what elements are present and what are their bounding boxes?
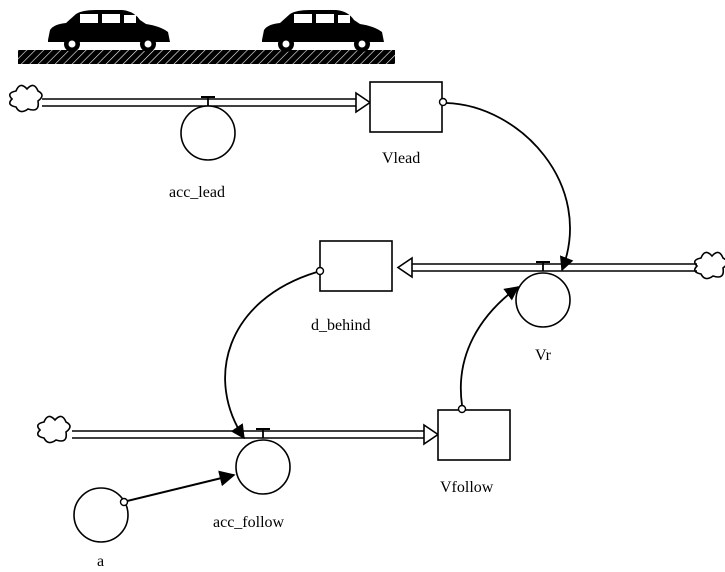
link-a-to-acc-follow <box>121 475 235 506</box>
label-acc-follow: acc_follow <box>213 514 285 531</box>
cloud-icon <box>38 416 70 442</box>
link-vfollow-to-vr <box>459 287 519 413</box>
converter-vr[interactable] <box>516 273 570 327</box>
stock-d-behind[interactable] <box>320 241 392 291</box>
label-vfollow: Vfollow <box>440 479 494 496</box>
label-vr: Vr <box>535 347 552 364</box>
car-icon <box>48 10 170 52</box>
link-dbehind-to-acc-follow <box>225 268 323 439</box>
car-icon <box>262 10 384 52</box>
converter-acc-follow[interactable] <box>236 440 290 494</box>
label-acc-lead: acc_lead <box>169 184 225 201</box>
label-a: a <box>97 553 104 570</box>
road-icon <box>18 50 395 64</box>
cloud-icon <box>10 85 42 111</box>
cloud-icon <box>695 252 725 278</box>
stock-vfollow[interactable] <box>438 410 510 460</box>
label-d-behind: d_behind <box>311 317 371 334</box>
label-vlead: Vlead <box>382 150 420 167</box>
converter-a[interactable] <box>74 488 128 542</box>
stock-vlead[interactable] <box>370 82 442 132</box>
road-illustration <box>18 10 395 64</box>
converter-acc-lead[interactable] <box>181 106 235 160</box>
link-vlead-to-vr <box>440 99 571 271</box>
